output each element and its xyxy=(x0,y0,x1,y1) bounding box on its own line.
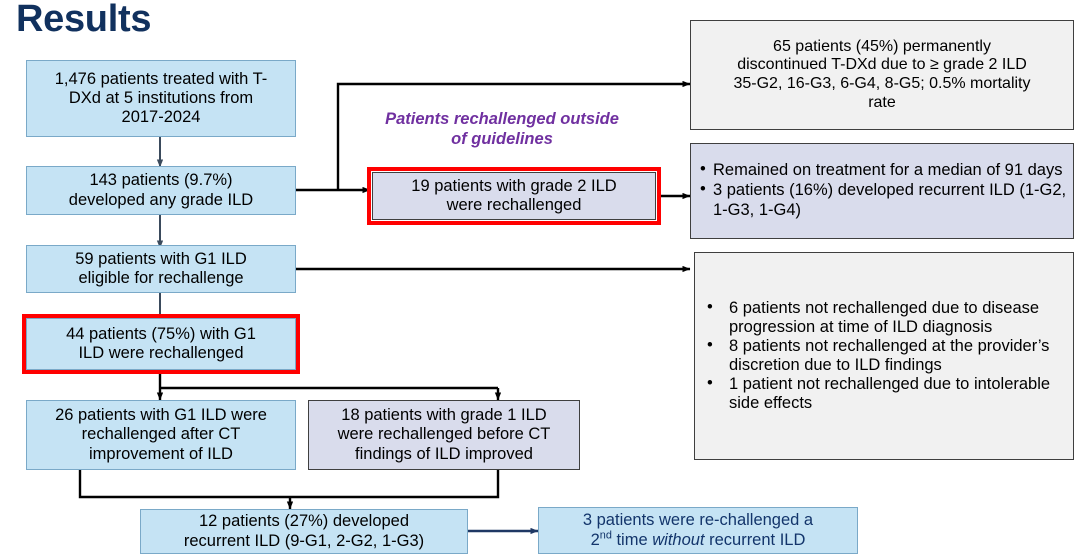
node-discontinued-line-1: 65 patients (45%) permanently xyxy=(773,37,991,55)
purple-note-caption: Patients rechallenged outside of guideli… xyxy=(352,110,652,150)
node-discontinued-line-2: discontinued T-DXd due to ≥ grade 2 ILD xyxy=(737,56,1027,74)
second-rechallenge-mid: time xyxy=(611,530,653,549)
edge-branches-to-recurrent-ild xyxy=(78,470,500,510)
node-g1-rechallenged-line-2: ILD were rechallenged xyxy=(78,344,244,362)
node-discontinued[interactable]: 65 patients (45%) permanently discontinu… xyxy=(690,20,1074,130)
node-after-ct[interactable]: 26 patients with G1 ILD were rechallenge… xyxy=(26,400,296,470)
node-any-ild[interactable]: 143 patients (9.7%) developed any grade … xyxy=(26,166,296,215)
node-after-ct-line-3: improvement of ILD xyxy=(89,444,233,463)
node-g1-eligible-line-1: 59 patients with G1 ILD xyxy=(75,249,247,268)
page-title: Results xyxy=(16,0,152,40)
node-second-rechallenge-line-2: 2nd time without recurrent ILD xyxy=(545,529,851,550)
node-recurrent-ild-line-1: 12 patients (27%) developed xyxy=(198,512,410,531)
list-item: 6 patients not rechallenged due to disea… xyxy=(707,298,1067,337)
node-cohort-line-2: DXd at 5 institutions from xyxy=(68,88,254,107)
node-g1-eligible[interactable]: 59 patients with G1 ILD eligible for rec… xyxy=(26,245,296,293)
node-not-rechallenged[interactable]: 6 patients not rechallenged due to disea… xyxy=(694,252,1074,460)
node-grade2-rechallenged[interactable]: 19 patients with grade 2 ILD were rechal… xyxy=(372,172,656,220)
node-g1-rechallenged-line-1: 44 patients (75%) with G1 xyxy=(66,324,256,343)
list-item: 1 patient not rechallenged due to intole… xyxy=(707,374,1067,413)
node-cohort[interactable]: 1,476 patients treated with T- DXd at 5 … xyxy=(26,60,296,137)
node-recurrent-ild[interactable]: 12 patients (27%) developed recurrent IL… xyxy=(140,509,468,554)
purple-note-line-2: of guidelines xyxy=(451,129,553,148)
second-rechallenge-tail: recurrent ILD xyxy=(704,530,806,549)
node-cohort-line-1: 1,476 patients treated with T- xyxy=(54,69,268,88)
purple-note-line-1: Patients rechallenged outside xyxy=(385,110,619,128)
node-after-ct-line-2: rechallenged after CT xyxy=(81,425,241,444)
node-before-ct[interactable]: 18 patients with grade 1 ILD were rechal… xyxy=(308,400,580,470)
node-grade2-outcomes[interactable]: Remained on treatment for a median of 91… xyxy=(690,143,1074,239)
node-grade2-rechallenged-line-1: 19 patients with grade 2 ILD xyxy=(411,176,617,195)
node-g1-rechallenged[interactable]: 44 patients (75%) with G1 ILD were recha… xyxy=(26,318,296,370)
list-item: 8 patients not rechallenged at the provi… xyxy=(707,336,1067,375)
node-any-ild-line-1: 143 patients (9.7%) xyxy=(89,171,233,190)
node-recurrent-ild-line-2: recurrent ILD (9-G1, 2-G2, 1-G3) xyxy=(183,531,425,550)
edge-g1-rechallenged-split xyxy=(156,372,502,401)
second-rechallenge-emphasis: without xyxy=(652,530,705,549)
node-g1-eligible-line-2: eligible for rechallenge xyxy=(78,269,244,287)
node-second-rechallenge[interactable]: 3 patients were re-challenged a 2nd time… xyxy=(538,507,858,554)
node-cohort-line-3: 2017-2024 xyxy=(121,108,201,127)
node-grade2-rechallenged-line-2: were rechallenged xyxy=(446,196,582,214)
node-before-ct-line-3: findings of ILD improved xyxy=(355,444,533,463)
node-any-ild-line-2: developed any grade ILD xyxy=(68,190,254,209)
not-rechallenged-list: 6 patients not rechallenged due to disea… xyxy=(695,298,1073,414)
second-rechallenge-ordinal-suffix: nd xyxy=(599,529,612,541)
node-second-rechallenge-line-1: 3 patients were re-challenged a xyxy=(582,511,814,530)
node-before-ct-line-1: 18 patients with grade 1 ILD xyxy=(341,406,547,425)
second-rechallenge-ordinal: 2 xyxy=(590,530,600,549)
node-discontinued-line-4: rate xyxy=(868,93,896,111)
list-item: 3 patients (16%) developed recurrent ILD… xyxy=(700,180,1067,219)
grade2-outcomes-list: Remained on treatment for a median of 91… xyxy=(691,160,1073,220)
node-discontinued-line-3: 35-G2, 16-G3, 6-G4, 8-G5; 0.5% mortality xyxy=(733,75,1031,92)
node-after-ct-line-1: 26 patients with G1 ILD were xyxy=(55,406,267,425)
node-before-ct-line-2: were rechallenged before CT xyxy=(337,425,551,444)
list-item: Remained on treatment for a median of 91… xyxy=(700,160,1067,180)
